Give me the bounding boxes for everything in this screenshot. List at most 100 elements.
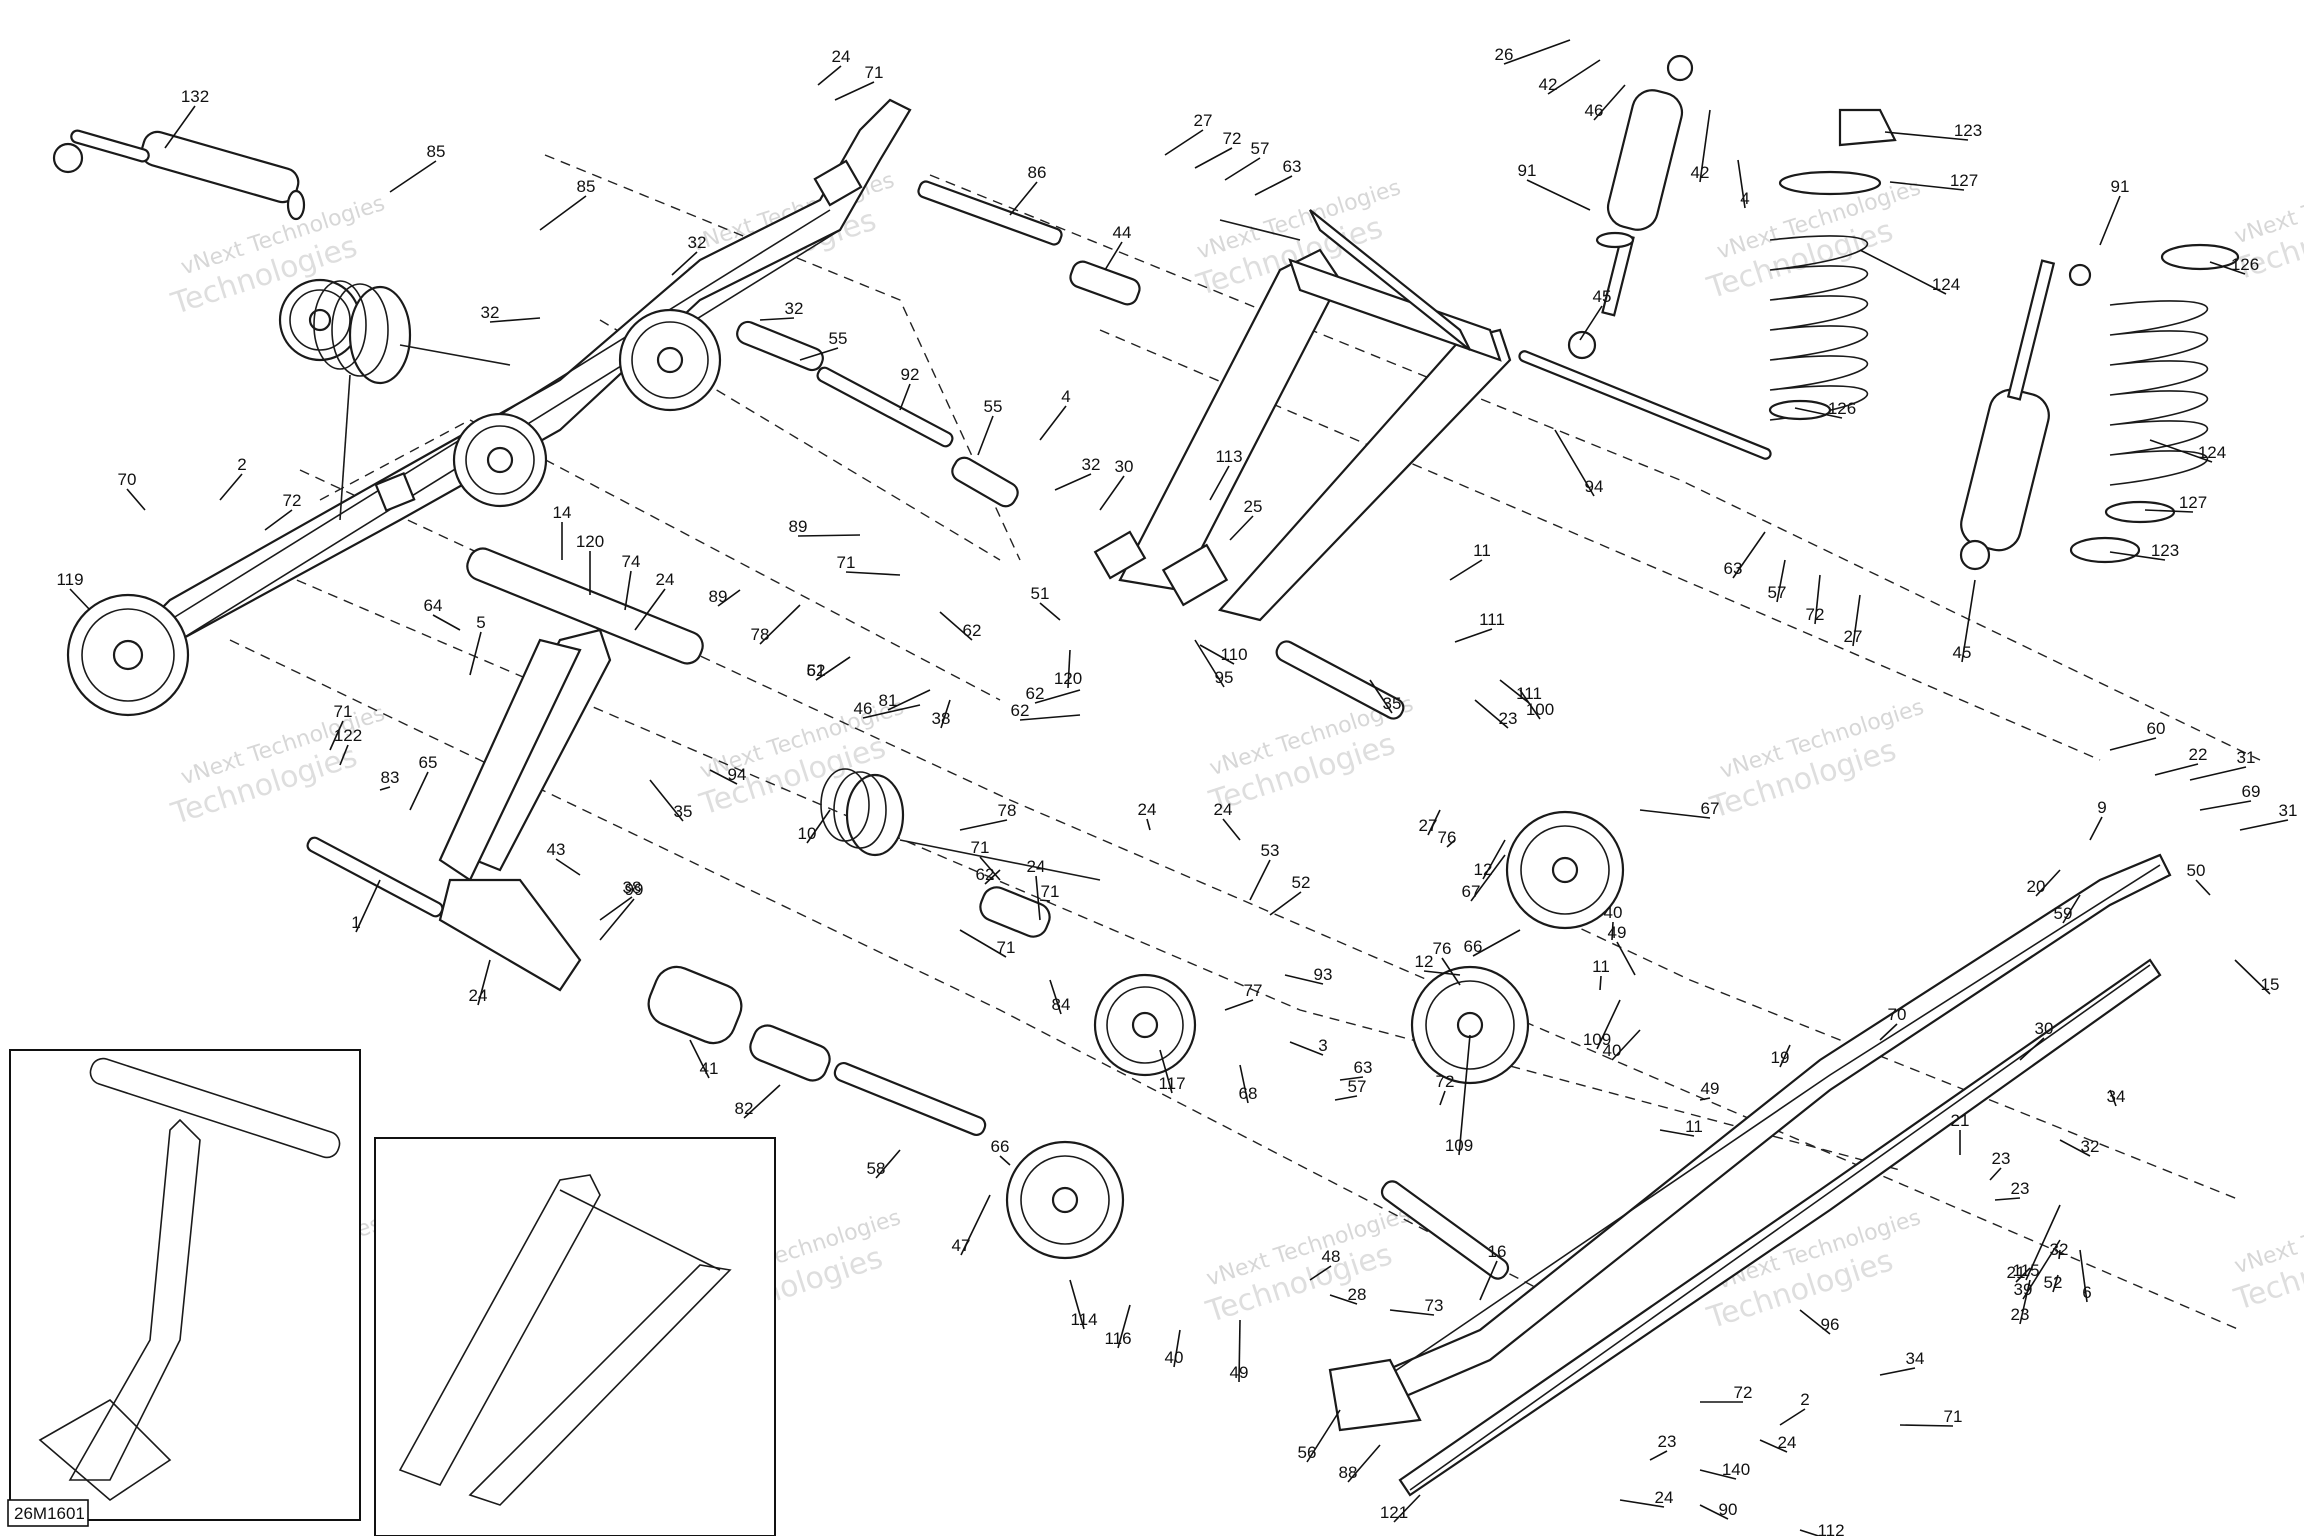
leader-line <box>1776 559 1786 603</box>
part-callout-label: 34 <box>2107 1087 2126 1106</box>
part-callout-label: 63 <box>1724 559 1743 578</box>
part-callout-label: 24 <box>1214 800 1233 819</box>
leader-line <box>2195 879 2211 896</box>
part-callout-label: 114 <box>1070 1310 1097 1329</box>
part-callout-label: 50 <box>2187 861 2206 880</box>
part-callout-label: 51 <box>1031 584 1050 603</box>
part-callout-label: 21 <box>1951 1111 1970 1130</box>
leader-line <box>1269 891 1302 916</box>
leader-line <box>1439 1090 1446 1106</box>
leader-line <box>69 588 91 611</box>
part-callout-label: 32 <box>481 303 500 322</box>
leader-line <box>979 856 1001 881</box>
part-callout-label: 70 <box>1888 1005 1907 1024</box>
part-callout-label: 78 <box>998 801 1017 820</box>
leader-line <box>1616 941 1636 976</box>
part-callout-label: 94 <box>728 765 747 784</box>
leader-line <box>759 604 801 645</box>
leader-line <box>1054 473 1092 491</box>
leader-line <box>1194 147 1233 169</box>
leader-line <box>845 571 901 576</box>
part-callout-label: 99 <box>625 880 644 899</box>
part-callout-label: 67 <box>1462 882 1481 901</box>
part-callout-label: 85 <box>427 142 446 161</box>
part-callout-label: 122 <box>334 726 362 745</box>
leader-line <box>1547 59 1601 95</box>
leader-line <box>1441 957 1461 986</box>
leader-line <box>1039 602 1061 621</box>
leader-line <box>1009 181 1038 216</box>
leader-line <box>1224 999 1254 1011</box>
leader-line <box>2062 894 2081 924</box>
part-callout-label: 115 <box>2012 1261 2039 1280</box>
diagram-code-box: 26M1601 <box>7 1499 89 1527</box>
leader-line <box>2109 551 2166 561</box>
spring-124 <box>1768 108 1897 421</box>
part-callout-label: 91 <box>1518 161 1537 180</box>
leader-line <box>1659 1129 1695 1137</box>
part-callout-label: 74 <box>622 552 641 571</box>
leader-line <box>1039 899 1051 902</box>
leader-line <box>539 195 587 231</box>
leader-line <box>1427 809 1441 836</box>
part-callout-label: 24 <box>1027 857 1046 876</box>
leader-line <box>999 1155 1011 1166</box>
rear-arm-assembly <box>438 547 704 992</box>
part-callout-label: 46 <box>1585 101 1604 120</box>
leader-line <box>624 570 632 611</box>
leader-line <box>1446 839 1456 848</box>
part-callout-label: 62 <box>976 865 995 884</box>
leader-line <box>1423 970 1461 976</box>
part-callout-label: 39 <box>2014 1280 2033 1299</box>
part-callout-label: 89 <box>709 587 728 606</box>
leader-line <box>1222 818 1241 841</box>
part-callout-label: 111 <box>1516 684 1542 703</box>
leader-line <box>2079 1249 2088 1303</box>
leader-line <box>477 959 491 1006</box>
part-callout-label: 44 <box>1113 223 1132 242</box>
part-callout-label: 11 <box>1473 541 1491 560</box>
leader-line <box>2109 1089 2117 1107</box>
leader-line <box>355 879 381 933</box>
part-callout-label: 62 <box>807 661 826 680</box>
leader-line <box>2144 509 2194 513</box>
leader-line <box>1369 679 1393 714</box>
leader-line <box>2109 737 2157 751</box>
leader-line <box>2015 1267 2031 1283</box>
center-wheels <box>1005 810 1625 1260</box>
leader-line <box>432 614 461 631</box>
part-callout-label: 67 <box>1701 799 1720 818</box>
part-callout-label: 12 <box>1474 860 1493 879</box>
leader-line <box>2022 1239 2061 1300</box>
part-callout-label: 27 <box>1194 111 1213 130</box>
part-callout-label: 69 <box>2242 782 2261 801</box>
leader-line <box>1474 699 1509 729</box>
part-callout-label: 66 <box>1464 937 1483 956</box>
part-callout-label: 63 <box>1354 1058 1373 1077</box>
part-callout-label: 9 <box>2097 798 2106 817</box>
part-callout-label: 42 <box>1691 163 1710 182</box>
callout-labels: 1322471858586277257634426424642491123127… <box>56 45 2297 1536</box>
idler-wheel <box>278 278 362 362</box>
leader-line <box>817 65 842 86</box>
part-callout-label: 26 <box>1495 45 1514 64</box>
part-callout-label: 59 <box>2054 904 2073 923</box>
part-callout-label: 20 <box>2027 877 2046 896</box>
leader-line <box>2199 800 2252 811</box>
part-callout-label: 52 <box>1292 873 1311 892</box>
leader-line <box>2025 1204 2061 1281</box>
part-callout-label: 113 <box>1215 447 1242 466</box>
part-callout-label: 32 <box>688 233 707 252</box>
part-callout-label: 11 <box>1592 957 1610 976</box>
part-callout-label: 127 <box>2179 493 2207 512</box>
part-callout-label: 65 <box>419 753 438 772</box>
part-callout-label: 76 <box>1438 828 1457 847</box>
part-callout-label: 52 <box>2044 1273 2063 1292</box>
part-callout-label: 47 <box>952 1236 971 1255</box>
slide-rail <box>1328 853 2172 1497</box>
leader-line <box>599 898 635 941</box>
leader-line <box>1067 649 1071 689</box>
part-callout-label: 24 <box>1778 1433 1797 1452</box>
part-callout-label: 23 <box>1992 1149 2011 1168</box>
idler-wheel <box>452 412 548 508</box>
